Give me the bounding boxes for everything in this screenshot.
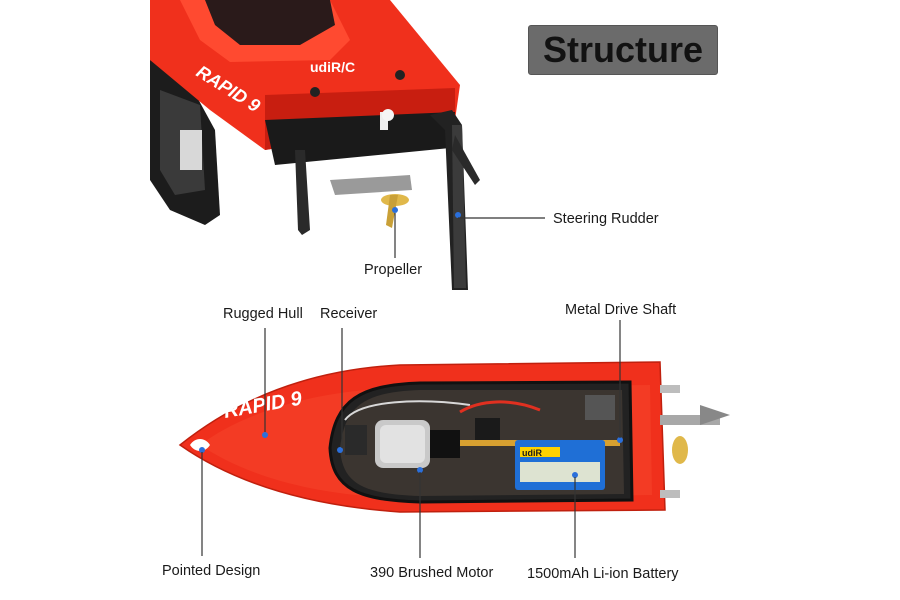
battery-logo: udiR	[522, 448, 542, 458]
label-steering-rudder: Steering Rudder	[553, 211, 659, 227]
title-box: Structure	[528, 25, 718, 75]
label-metal-drive-shaft: Metal Drive Shaft	[565, 302, 677, 318]
label-pointed-design: Pointed Design	[162, 563, 261, 579]
boat-stern-view: RAPID 9 udiR/C	[150, 0, 480, 290]
boat-top-view: udiR RAPID 9	[178, 361, 730, 513]
stern-logo: udiR/C	[310, 59, 355, 75]
leader-lines	[201, 213, 621, 558]
label-battery: 1500mAh Li-ion Battery	[527, 566, 679, 582]
label-propeller: Propeller	[364, 262, 423, 278]
label-receiver: Receiver	[320, 306, 378, 322]
label-rugged-hull: Rugged Hull	[223, 306, 303, 322]
page-title: Structure	[542, 29, 704, 70]
label-brushed-motor: 390 Brushed Motor	[370, 565, 494, 581]
